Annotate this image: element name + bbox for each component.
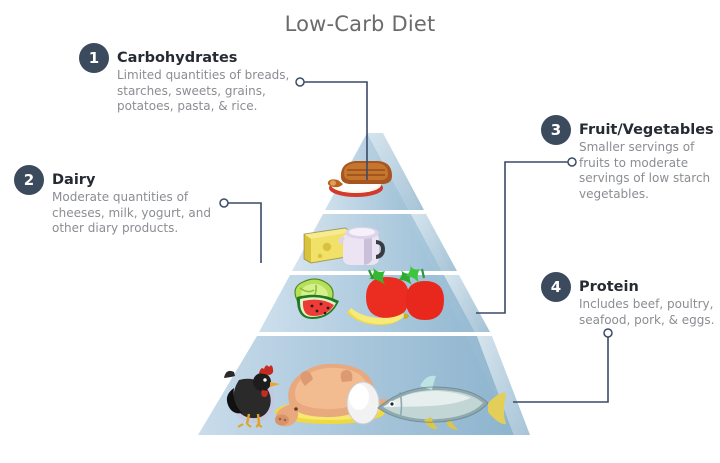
- page-title: Low-Carb Diet: [284, 12, 436, 36]
- callout-badge-1: 1: [79, 43, 109, 73]
- callout-body-dairy: Moderate quantities of cheeses, milk, yo…: [52, 190, 211, 235]
- fish-icon: [377, 375, 506, 430]
- callout-heading-dairy: Dairy: [52, 172, 96, 188]
- callout-heading-carbohydrates: Carbohydrates: [117, 50, 238, 66]
- callout-heading-fruit-vegetables: Fruit/Vegetables: [579, 122, 714, 138]
- egg-icon: [346, 381, 380, 425]
- bread-loaf-icon: [327, 161, 392, 188]
- banana-icon: [347, 308, 409, 326]
- tomato-icon: [366, 265, 444, 320]
- callout-badge-3: 3: [541, 115, 571, 145]
- callout-body-protein: Includes beef, poultry, seafood, pork, &…: [579, 297, 715, 327]
- callout-body-fruit-vegetables: Smaller servings of fruits to moderate s…: [579, 140, 711, 201]
- callout-heading-protein: Protein: [579, 279, 639, 295]
- rooster-icon: [224, 365, 280, 428]
- watermelon-icon: [296, 294, 339, 319]
- callout-badge-2: 2: [14, 165, 44, 195]
- callout-badge-4: 4: [541, 272, 571, 302]
- callout-body-carbohydrates: Limited quantities of breads, starches, …: [117, 68, 290, 113]
- milk-pitcher-icon: [338, 227, 385, 265]
